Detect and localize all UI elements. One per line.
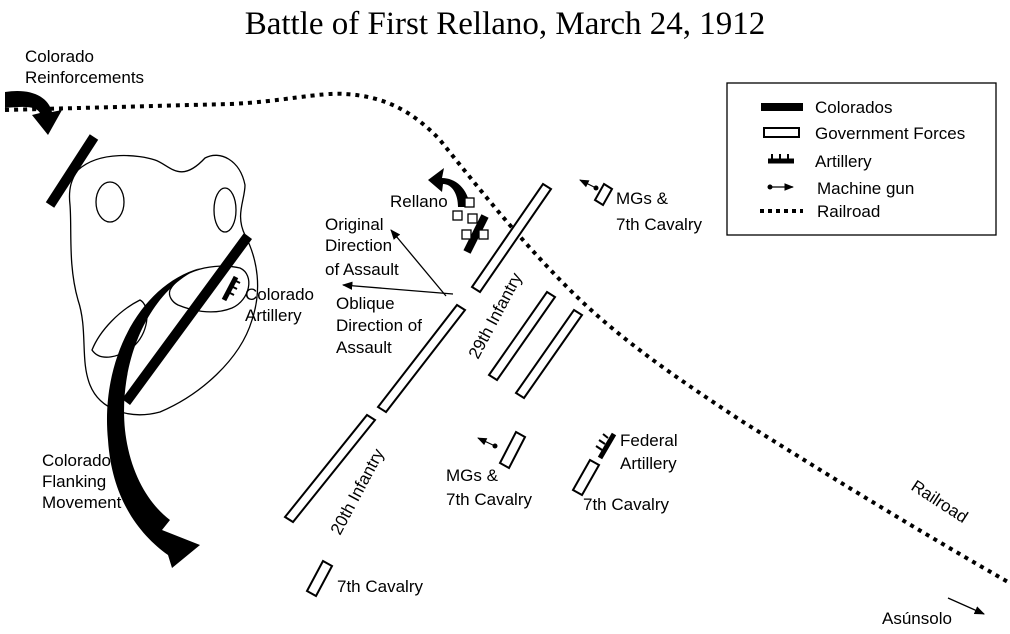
reinforcement-arrow [5,90,62,135]
mg-cavalry-top [593,182,614,207]
rellano-arrow [428,168,470,207]
colorado-main-line [121,233,253,405]
oblique-direction-arrow [341,281,454,295]
7th-cavalry-right-label: 7th Cavalry [583,495,669,514]
legend-railroad-label: Railroad [817,202,880,221]
flanking-arrow [106,268,200,568]
legend: Colorados Government Forces Artillery Ma… [726,82,997,236]
7th-cavalry-right [571,458,601,497]
29th-infantry-rear-2 [514,308,584,400]
terrain-knoll-2 [213,187,237,233]
federal-artillery-label: Federal Artillery [620,431,682,473]
map-title: Battle of First Rellano, March 24, 1912 [245,6,766,42]
legend-government-swatch [763,127,800,138]
colorado-artillery-label: Colorado Artillery [245,285,319,325]
legend-government-label: Government Forces [815,124,965,143]
machine-gun-mid [477,437,498,449]
rellano-town-buildings [452,197,489,240]
colorado-line-north [45,134,99,208]
legend-artillery-swatch [768,154,794,164]
original-direction-label: Original Direction of Assault [325,215,399,279]
machine-gun-top [579,179,599,191]
20th-infantry-south [283,413,377,524]
rellano-label: Rellano [390,192,448,211]
terrain-knoll-1 [95,181,125,223]
colorado-flanking-label: Colorado Flanking Movement [42,451,122,512]
terrain-inner [168,265,250,313]
mgs-cavalry-mid-label: MGs & 7th Cavalry [446,466,532,509]
mg-cavalry-mid [498,430,527,470]
railroad-label: Railroad [908,476,971,526]
asunsolo-arrow [947,597,985,615]
7th-cavalry-bottom [305,559,334,598]
mgs-cavalry-top-label: MGs & 7th Cavalry [616,189,702,234]
7th-cavalry-bottom-label: 7th Cavalry [337,577,423,596]
oblique-direction-label: Oblique Direction of Assault [336,294,427,357]
legend-machine-gun-swatch [767,183,794,191]
legend-machine-gun-label: Machine gun [817,179,914,198]
20th-infantry-north [376,303,467,414]
federal-artillery-symbol [595,432,617,460]
colorado-artillery-symbol [221,275,241,302]
legend-artillery-label: Artillery [815,152,872,171]
29th-infantry-front [470,182,553,294]
government-units [283,182,614,598]
colorado-reinforcements-label: Colorado Reinforcements [25,47,144,87]
original-direction-arrow [390,229,447,297]
colorado-rellano-line [463,214,489,254]
legend-colorados-label: Colorados [815,98,893,117]
asunsolo-label: Asúnsolo [882,609,952,628]
29th-infantry-rear-1 [487,290,557,382]
terrain-outline [68,154,259,416]
